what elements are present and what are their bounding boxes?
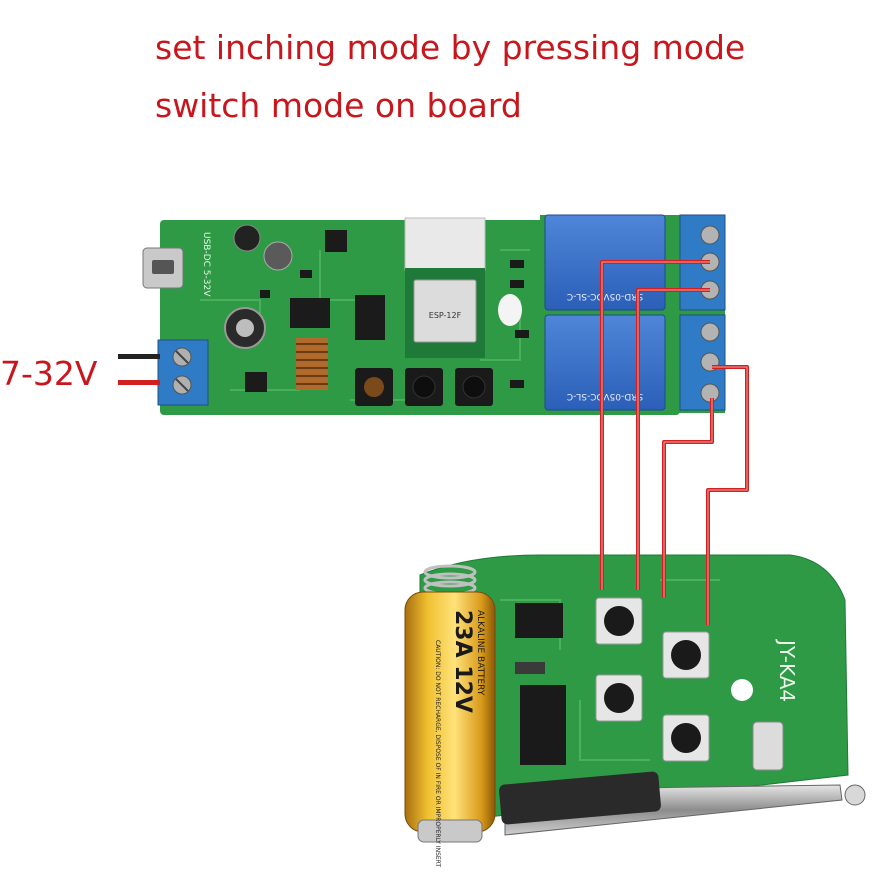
crystal xyxy=(752,721,784,771)
relay-board: USB-DC 5-32V E xyxy=(118,214,726,415)
usb-silk-label: USB-DC 5-32V xyxy=(201,232,211,297)
relay-1-label: SRD-05VDC-SL-C xyxy=(567,291,643,301)
board-button-3[interactable] xyxy=(462,375,486,399)
remote-ic-2 xyxy=(520,685,566,765)
wifi-module-shield xyxy=(413,279,477,343)
antenna-sleeve xyxy=(499,771,661,825)
remote-button-d[interactable] xyxy=(671,723,701,753)
remote-button-c[interactable] xyxy=(604,683,634,713)
battery: 23A 12V ALKALINE BATTERY CAUTION: DO NOT… xyxy=(404,591,496,867)
board-button-2[interactable] xyxy=(412,375,436,399)
relay-2-label: SRD-05VDC-SL-C xyxy=(567,391,643,401)
power-voltage-label: 7-32V xyxy=(0,354,98,393)
caption-line-1: set inching mode by pressing mode xyxy=(155,28,746,67)
mode-button[interactable] xyxy=(364,377,384,397)
power-wire-positive xyxy=(118,380,160,385)
coil-spring xyxy=(296,338,328,390)
inductor xyxy=(263,241,293,271)
board-buttons xyxy=(355,368,493,406)
power-wire-negative xyxy=(118,354,160,359)
diode xyxy=(245,372,267,392)
ic-regulator xyxy=(290,298,330,328)
usb-port-opening xyxy=(152,260,174,274)
battery-brand-label: ALKALINE BATTERY xyxy=(475,610,485,696)
led-indicator xyxy=(498,294,522,326)
wifi-module-label: ESP-12F xyxy=(429,311,462,320)
battery-caution-label: CAUTION: DO NOT RECHARGE, DISPOSE OF IN … xyxy=(434,640,441,867)
mounting-hole xyxy=(731,679,753,701)
module-antenna-area xyxy=(404,217,486,271)
caption-line-2: switch mode on board xyxy=(155,86,522,125)
transistor xyxy=(325,230,347,252)
ic-driver xyxy=(355,295,385,340)
remote-button-b[interactable] xyxy=(671,640,701,670)
remote-silk-label: JY-KA4 xyxy=(775,638,799,702)
remote-diode xyxy=(515,662,545,674)
remote-ic-1 xyxy=(515,603,563,638)
antenna-tip xyxy=(844,784,866,806)
remote-buttons xyxy=(595,597,710,762)
relay-2: SRD-05VDC-SL-C xyxy=(544,314,666,411)
smd-components xyxy=(260,260,529,388)
capacitor-small xyxy=(233,224,261,252)
battery-voltage-label: 23A 12V xyxy=(450,610,475,713)
telescopic-antenna xyxy=(499,771,866,836)
remote-button-a[interactable] xyxy=(604,606,634,636)
remote-control-board: JY-KA4 23A 12V ALKALINE BATTER xyxy=(404,554,866,867)
